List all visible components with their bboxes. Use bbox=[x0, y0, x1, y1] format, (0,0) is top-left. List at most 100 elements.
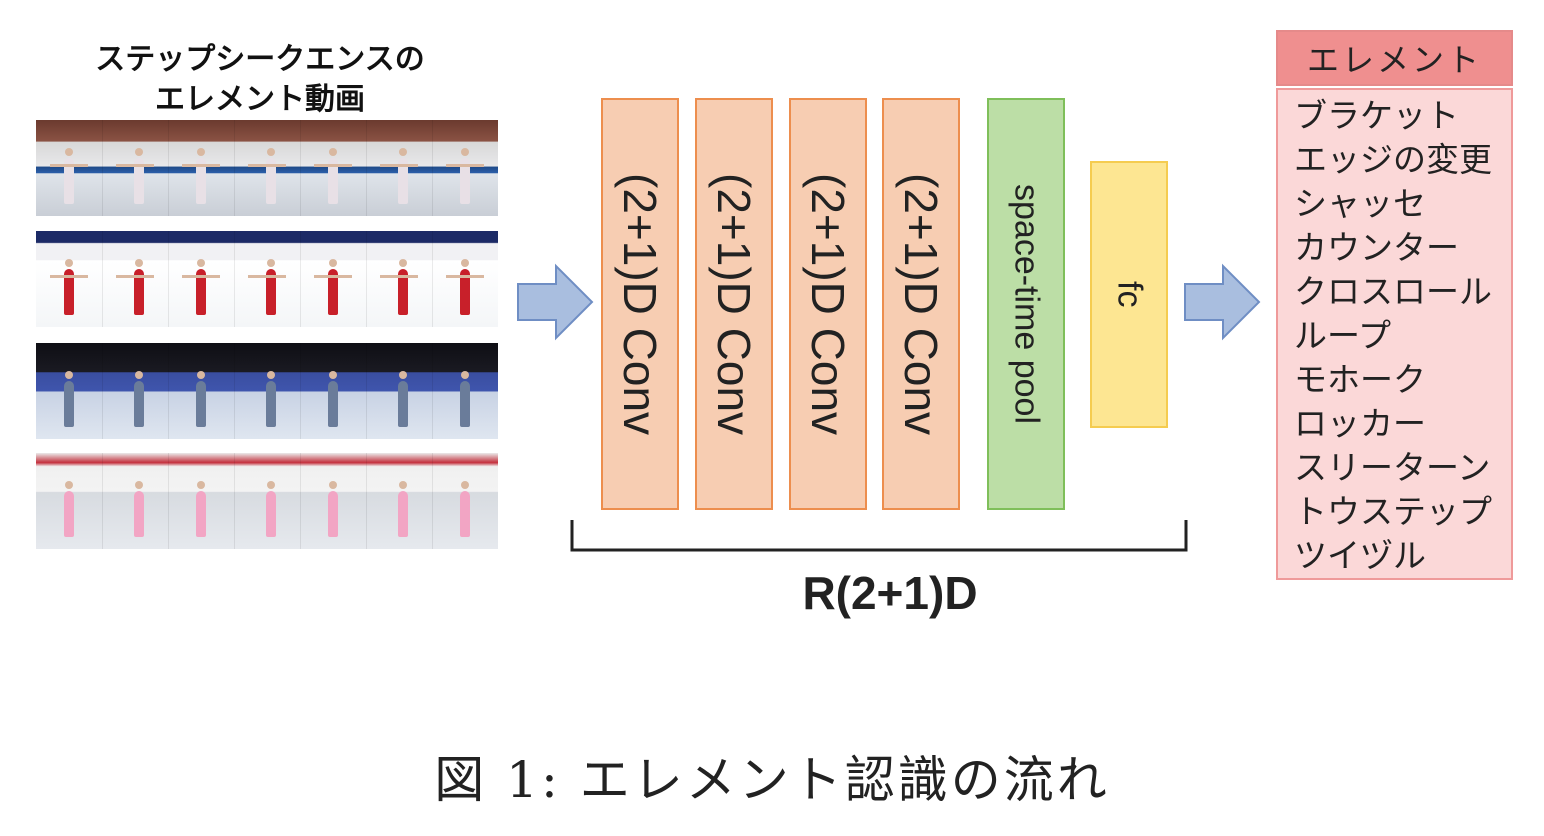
skater-arms bbox=[248, 164, 286, 167]
skater-arms bbox=[380, 275, 418, 278]
skater-figure bbox=[64, 148, 74, 204]
video-frame bbox=[300, 343, 367, 439]
skater-arms bbox=[380, 164, 418, 167]
video-frame bbox=[36, 453, 103, 549]
video-title-line2: エレメント動画 bbox=[155, 82, 365, 117]
video-frame bbox=[234, 120, 301, 216]
right-arrow-icon-output bbox=[1184, 263, 1261, 341]
skater-arms bbox=[248, 275, 286, 278]
video-frame bbox=[300, 231, 367, 327]
video-frame bbox=[366, 231, 433, 327]
space-time-pool-block: space-time pool bbox=[987, 98, 1065, 510]
skater-arms bbox=[182, 275, 220, 278]
conv-block-3: (2+1)D Conv bbox=[789, 98, 867, 510]
video-frame bbox=[300, 453, 367, 549]
conv-block-2-label: (2+1)D Conv bbox=[708, 172, 760, 436]
element-item: トウステップ bbox=[1294, 492, 1492, 531]
video-frame bbox=[432, 120, 498, 216]
skater-arms bbox=[116, 275, 154, 278]
skater-figure bbox=[64, 259, 74, 315]
video-frame bbox=[36, 120, 103, 216]
skater-arms bbox=[446, 164, 484, 167]
elements-header: エレメント bbox=[1276, 30, 1513, 86]
video-frame bbox=[234, 453, 301, 549]
video-frame bbox=[366, 343, 433, 439]
skater-figure bbox=[460, 481, 470, 537]
skater-figure bbox=[460, 259, 470, 315]
video-frame bbox=[366, 120, 433, 216]
skater-arms bbox=[182, 164, 220, 167]
conv-block-4: (2+1)D Conv bbox=[882, 98, 960, 510]
element-item: ツイヅル bbox=[1294, 536, 1426, 575]
skater-figure bbox=[266, 371, 276, 427]
video-strip-3 bbox=[36, 343, 498, 439]
skater-figure bbox=[328, 371, 338, 427]
conv-block-1: (2+1)D Conv bbox=[601, 98, 679, 510]
skater-figure bbox=[196, 148, 206, 204]
fc-block: fc bbox=[1090, 161, 1168, 428]
figure-caption: 図 1: エレメント認識の流れ bbox=[434, 751, 1110, 809]
video-strip-4 bbox=[36, 453, 498, 549]
element-item: モホーク bbox=[1294, 360, 1426, 399]
video-frame bbox=[234, 231, 301, 327]
video-frame bbox=[102, 453, 169, 549]
skater-arms bbox=[50, 275, 88, 278]
skater-arms bbox=[314, 164, 352, 167]
fc-label: fc bbox=[1110, 281, 1149, 308]
conv-block-3-label: (2+1)D Conv bbox=[802, 172, 854, 436]
video-frame bbox=[366, 453, 433, 549]
video-frame bbox=[168, 231, 235, 327]
video-frame bbox=[168, 453, 235, 549]
skater-figure bbox=[266, 148, 276, 204]
model-bracket bbox=[570, 520, 1188, 552]
skater-figure bbox=[328, 259, 338, 315]
video-title: ステップシークエンスの エレメント動画 bbox=[40, 40, 480, 120]
skater-figure bbox=[196, 371, 206, 427]
conv-block-4-label: (2+1)D Conv bbox=[895, 172, 947, 436]
skater-figure bbox=[134, 481, 144, 537]
video-strip-2 bbox=[36, 231, 498, 327]
skater-figure bbox=[328, 148, 338, 204]
skater-figure bbox=[196, 259, 206, 315]
video-strip-1 bbox=[36, 120, 498, 216]
element-item: カウンター bbox=[1294, 228, 1459, 267]
skater-arms bbox=[446, 275, 484, 278]
element-item: シャッセ bbox=[1294, 184, 1426, 223]
elements-list: ブラケット エッジの変更 シャッセ カウンター クロスロール ループ モホーク … bbox=[1276, 88, 1513, 580]
video-frame bbox=[168, 120, 235, 216]
skater-figure bbox=[460, 148, 470, 204]
skater-figure bbox=[266, 259, 276, 315]
skater-figure bbox=[64, 371, 74, 427]
skater-figure bbox=[134, 148, 144, 204]
skater-figure bbox=[196, 481, 206, 537]
skater-figure bbox=[460, 371, 470, 427]
video-frame bbox=[432, 343, 498, 439]
skater-figure bbox=[64, 481, 74, 537]
element-item: スリーターン bbox=[1294, 448, 1491, 487]
video-frame bbox=[168, 343, 235, 439]
skater-figure bbox=[134, 259, 144, 315]
video-frame bbox=[36, 343, 103, 439]
skater-figure bbox=[134, 371, 144, 427]
element-item: エッジの変更 bbox=[1294, 140, 1492, 179]
skater-figure bbox=[398, 148, 408, 204]
skater-figure bbox=[398, 371, 408, 427]
skater-arms bbox=[50, 164, 88, 167]
model-name-label: R(2+1)D bbox=[802, 567, 978, 619]
video-frame bbox=[300, 120, 367, 216]
skater-figure bbox=[398, 259, 408, 315]
conv-block-1-label: (2+1)D Conv bbox=[614, 172, 666, 436]
video-frame bbox=[102, 120, 169, 216]
video-frame bbox=[102, 231, 169, 327]
element-item: クロスロール bbox=[1294, 272, 1492, 311]
right-arrow-icon-input bbox=[517, 263, 594, 341]
skater-figure bbox=[328, 481, 338, 537]
skater-arms bbox=[116, 164, 154, 167]
skater-figure bbox=[266, 481, 276, 537]
video-frame bbox=[234, 343, 301, 439]
video-frame bbox=[432, 453, 498, 549]
video-frame bbox=[432, 231, 498, 327]
video-title-line1: ステップシークエンスの bbox=[95, 42, 425, 77]
skater-figure bbox=[398, 481, 408, 537]
element-item: ループ bbox=[1294, 316, 1392, 355]
